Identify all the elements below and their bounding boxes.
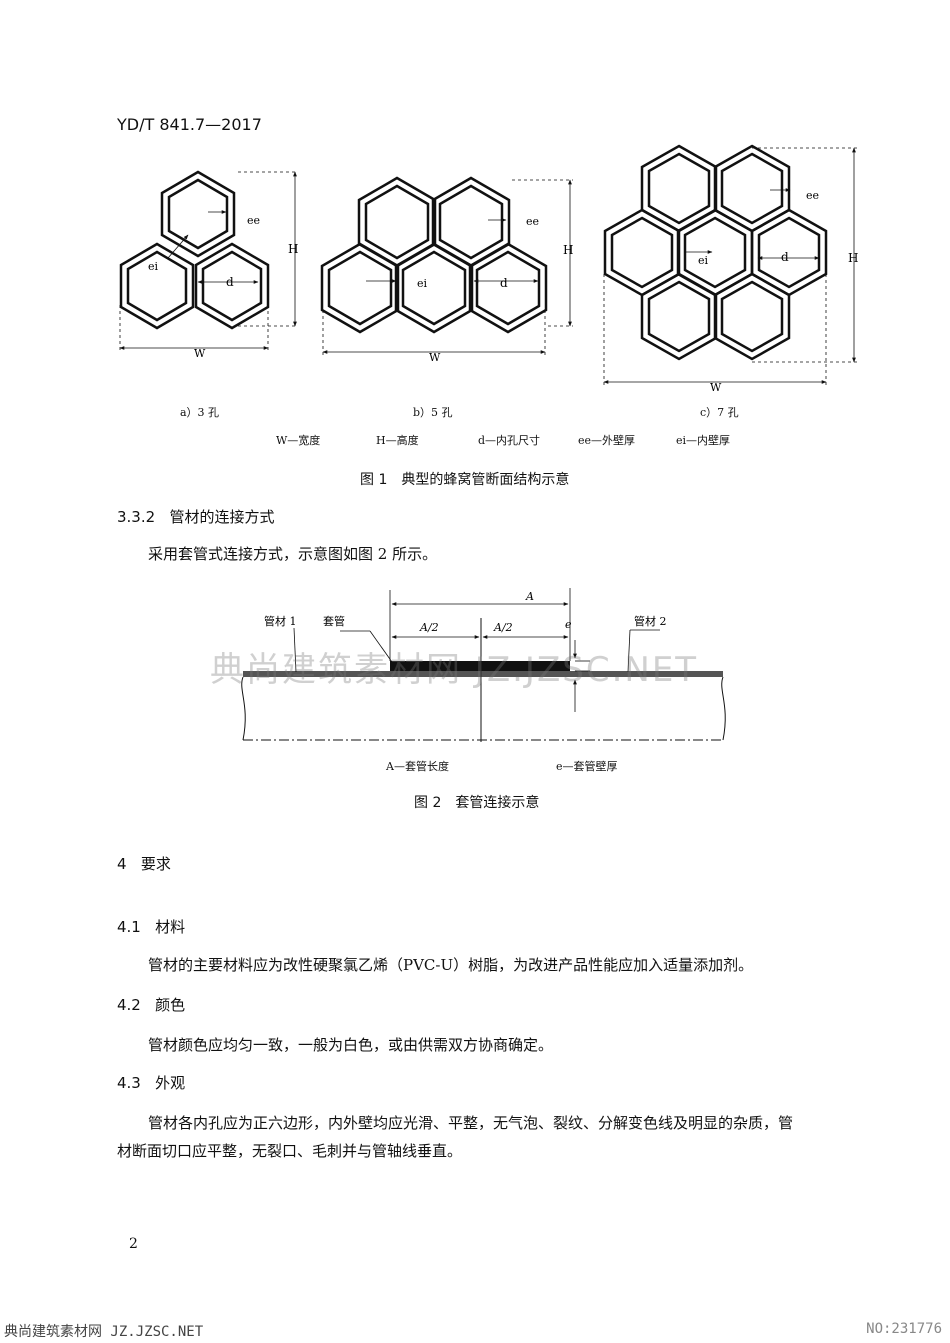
document-code: YD/T 841.7—2017 — [117, 115, 262, 134]
honeycomb-5-hole — [320, 176, 548, 334]
section-43-text-line1: 管材各内孔应为正六边形，内外壁均应光滑、平整，无气泡、裂纹、分解变色线及明显的杂… — [148, 1114, 794, 1132]
section-43-heading: 4.3 外观 — [117, 1072, 185, 1093]
fig1a-caption: a）3 孔 — [180, 406, 220, 419]
honeycomb-5-dimensions — [322, 179, 573, 356]
fig1b-W-label: W — [429, 351, 441, 364]
section-332-text: 采用套管式连接方式，示意图如图 2 所示。 — [148, 545, 438, 563]
footer-serial-number: NO:231776 — [866, 1321, 942, 1337]
footer-bar: 典尚建筑素材网 JZ.JZSC.NET NO:231776 — [0, 1317, 950, 1343]
fig1c-H-label: H — [848, 251, 858, 265]
section-43-title: 外观 — [155, 1074, 186, 1092]
fig2-pipe1-label: 管材 1 — [264, 614, 297, 628]
fig1b-caption: b）5 孔 — [413, 406, 453, 419]
honeycomb-3-hole — [119, 170, 270, 330]
fig2-A-label: A — [525, 590, 534, 603]
fig1b-d-label: d — [500, 276, 508, 290]
fig2-A-half-left-label: A/2 — [419, 621, 439, 634]
section-41-heading: 4.1 材料 — [117, 916, 185, 937]
section-41-number: 4.1 — [117, 918, 141, 936]
section-41-title: 材料 — [155, 918, 186, 936]
fig1c-caption: c）7 孔 — [700, 406, 739, 419]
fig1-legend-W: W—宽度 — [276, 434, 321, 447]
section-42-text: 管材颜色应均匀一致，一般为白色，或由供需双方协商确定。 — [148, 1036, 554, 1054]
honeycomb-7-hole — [603, 144, 828, 361]
fig2-e-label: e — [565, 618, 572, 631]
section-43-text-line2: 材断面切口应平整，无裂口、毛刺并与管轴线垂直。 — [117, 1142, 463, 1160]
figure2-sleeve-diagram: 管材 1 套管 管材 2 A A/2 A/2 e — [241, 588, 726, 742]
section-41-text: 管材的主要材料应为改性硬聚氯乙烯（PVC-U）树脂，为改进产品性能应加入适量添加… — [148, 956, 754, 974]
section-332-title: 管材的连接方式 — [169, 508, 275, 526]
section-4-number: 4 — [117, 855, 127, 873]
fig1a-ee-label: ee — [247, 214, 260, 227]
section-42-heading: 4.2 颜色 — [117, 994, 185, 1015]
fig1-legend-H: H—高度 — [376, 434, 419, 447]
fig1b-ei-label: ei — [417, 277, 428, 290]
fig1b-ee-label: ee — [526, 215, 539, 228]
fig1a-d-label: d — [226, 275, 234, 289]
section-332-heading: 3.3.2 管材的连接方式 — [117, 506, 275, 527]
honeycomb-3-dimensions — [119, 171, 298, 352]
fig1c-ee-label: ee — [806, 189, 819, 202]
fig1c-d-label: d — [781, 250, 789, 264]
fig1c-W-label: W — [710, 381, 722, 394]
fig1-legend-d: d—内孔尺寸 — [478, 434, 541, 447]
fig1-legend-ee: ee—外壁厚 — [578, 434, 636, 447]
section-332-number: 3.3.2 — [117, 508, 156, 526]
fig2-legend-e: e—套管壁厚 — [556, 760, 618, 773]
page-number: 2 — [129, 1236, 138, 1252]
section-42-title: 颜色 — [155, 996, 186, 1014]
footer-site-name: 典尚建筑素材网 JZ.JZSC.NET — [4, 1324, 204, 1340]
fig1a-ei-label: ei — [148, 260, 159, 273]
fig2-A-half-right-label: A/2 — [493, 621, 513, 634]
figure1-caption: 图 1 典型的蜂窝管断面结构示意 — [360, 472, 570, 488]
honeycomb-7-dimensions — [603, 147, 858, 386]
section-42-number: 4.2 — [117, 996, 141, 1014]
figure1-honeycomb-diagram: H W d ei ee H W d ei ee — [119, 144, 858, 394]
section-4-title: 要求 — [140, 855, 171, 873]
fig1b-H-label: H — [563, 243, 573, 257]
fig1a-H-label: H — [288, 242, 298, 256]
fig1a-W-label: W — [194, 347, 206, 360]
fig2-legend-A: A—套管长度 — [386, 760, 449, 773]
fig2-pipe2-label: 管材 2 — [634, 614, 667, 628]
figure2-caption: 图 2 套管连接示意 — [414, 795, 540, 811]
fig1c-ei-label: ei — [698, 254, 709, 267]
fig1-legend-ei: ei—内壁厚 — [676, 434, 731, 447]
section-43-number: 4.3 — [117, 1074, 141, 1092]
watermark: 典尚建筑素材网 JZ.JZSC.NET — [210, 650, 699, 690]
fig2-sleeve-label: 套管 — [323, 614, 345, 628]
section-4-heading: 4 要求 — [117, 853, 171, 874]
